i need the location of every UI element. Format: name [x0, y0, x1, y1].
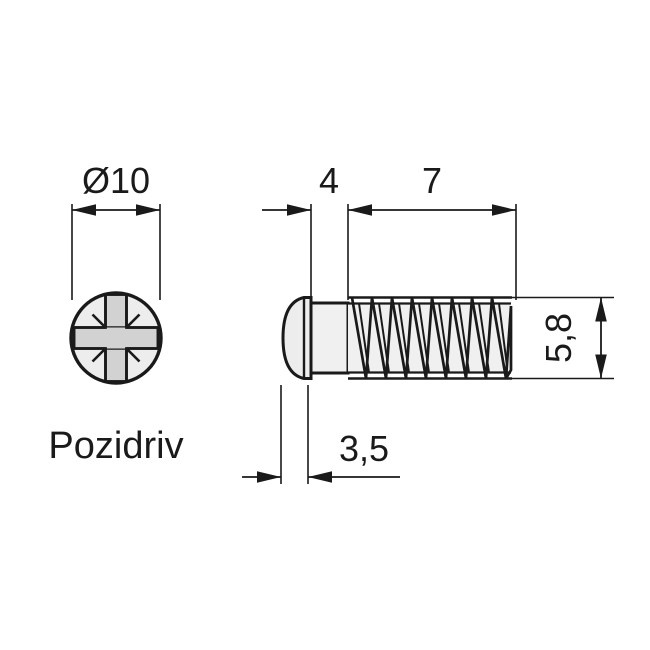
dimension-label-collar-diameter: 3,5 [339, 428, 389, 469]
pozidriv-tick-marks [91, 313, 141, 363]
arrowhead-diameter-left [72, 204, 96, 216]
thread-root-lines [358, 303, 508, 373]
arrowhead-collar-right [308, 471, 332, 483]
thread-root [498, 303, 508, 367]
thread-flank [470, 297, 488, 379]
thread-flank [350, 297, 368, 379]
thread-root [398, 303, 410, 373]
thread-flank [390, 297, 408, 379]
arrowhead-thread-diameter-top [595, 297, 607, 322]
arrowhead-thread-diameter-bottom [595, 354, 607, 379]
dimension-label-thread-diameter: 5,8 [538, 313, 579, 363]
thread-root [358, 303, 370, 373]
tick-lower-right [126, 348, 141, 363]
pozidriv-cross-recess [72, 293, 160, 383]
tick-upper-right [126, 313, 141, 328]
drive-type-label: Pozidriv [48, 425, 183, 467]
screw-side-view: 4 7 [242, 160, 614, 484]
thread-flank-end [504, 305, 513, 380]
thread-flank [490, 297, 508, 379]
thread-flank [370, 297, 388, 379]
dimension-label-head-height: 4 [319, 160, 339, 201]
thread-flank [450, 297, 468, 379]
recess-centre-fill [105, 327, 127, 349]
arrowhead-diameter-right [136, 204, 160, 216]
thread-root [478, 303, 490, 373]
head-front-view: Ø10 Pozidriv [48, 160, 183, 467]
thread-root [418, 303, 430, 373]
arrowhead-thread-length-right [492, 204, 516, 216]
thread-root [438, 303, 450, 373]
screw-head-cap [281, 296, 313, 380]
dimension-label-diameter: Ø10 [82, 160, 150, 201]
tick-lower-left [91, 348, 106, 363]
thread-root [378, 303, 390, 373]
recess-cross-outline [72, 293, 160, 383]
tick-upper-left [91, 313, 106, 328]
screw-collar [309, 301, 350, 375]
thread-root [458, 303, 470, 373]
thread-flank [430, 297, 448, 379]
dimension-label-thread-length: 7 [422, 160, 442, 201]
thread-flank [410, 297, 428, 379]
arrowhead-head-height-left [287, 204, 311, 216]
arrowhead-collar-left [257, 471, 281, 483]
